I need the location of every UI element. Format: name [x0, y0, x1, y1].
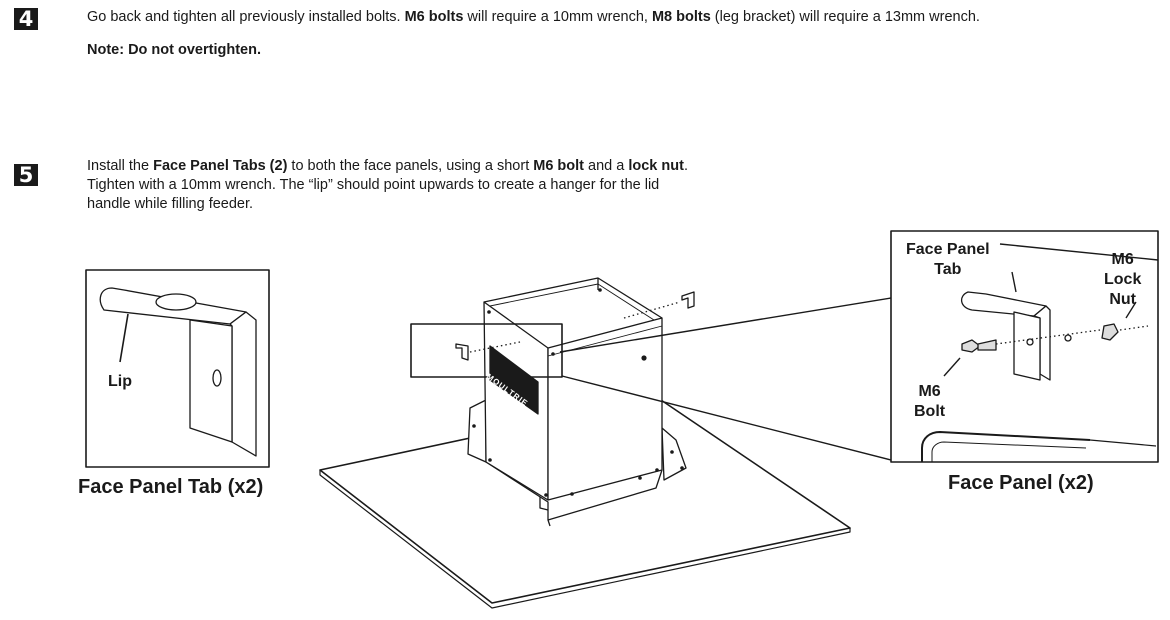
step-4-text-2: will require a 10mm wrench, [463, 9, 652, 25]
brand-plate [489, 345, 539, 415]
step-4-text-1: Go back and tighten all previously insta… [87, 9, 405, 25]
panel-detail-frame [890, 230, 1159, 463]
lip-callout: Lip [108, 373, 132, 390]
tab-enlarged-drawing [99, 287, 257, 457]
face-panel-tab-callout-line-2: Tab [934, 261, 962, 278]
leg-bracket-right [661, 427, 687, 481]
bolt-callout-line-2: Bolt [914, 403, 946, 420]
step-5-text-3: and a [584, 158, 629, 174]
step-5-badge: 5 [14, 164, 38, 186]
face-panel-tab-callout-line-1: Face Panel [906, 241, 990, 258]
lock-nut-callout: M6 Lock Nut [1104, 250, 1141, 310]
base-plate-edge [319, 470, 851, 609]
step-4-note: Note: Do not overtighten. [87, 42, 261, 58]
panel-enlarged-drawing [921, 243, 1159, 462]
m8-bolts-label: M8 bolts [651, 9, 711, 25]
tab-caption: Face Panel Tab (x2) [78, 476, 264, 498]
bolt-callout: M6 Bolt [914, 382, 945, 422]
m6-bolt-label: M6 bolt [533, 158, 585, 174]
step-5-text-4: . [683, 158, 688, 174]
panel-caption: Face Panel (x2) [948, 472, 1094, 494]
exploded-tab-right [681, 291, 695, 309]
step-5-text-2: to both the face panels, using a short [287, 158, 534, 174]
bolt-callout-line-1: M6 [918, 383, 941, 400]
feeder-front-panel [547, 317, 663, 501]
lock-nut-callout-line-1: M6 [1111, 251, 1134, 268]
tab-detail-frame [85, 269, 270, 468]
step-5-text-line-3: handle while filling feeder. [87, 196, 254, 212]
leg-bracket-left [467, 399, 487, 463]
step-5-text-line-2: Tighten with a 10mm wrench. The “lip” sh… [87, 177, 660, 193]
m6-bolts-label: M6 bolts [404, 9, 464, 25]
step-4-instruction: Go back and tighten all previously insta… [87, 8, 1157, 27]
step-5-instruction: Install the Face Panel Tabs (2) to both … [87, 157, 807, 214]
face-panel-tab-callout: Face Panel Tab [906, 240, 990, 280]
face-panel-tabs-label: Face Panel Tabs (2) [153, 158, 288, 174]
feeder-back-wall [483, 277, 663, 319]
step-4-badge: 4 [14, 8, 38, 30]
exploded-tab-left [455, 343, 469, 361]
detail-highlight-box [410, 323, 563, 378]
step-4-text-3: (leg bracket) will require a 13mm wrench… [710, 9, 980, 25]
lock-nut-callout-line-3: Nut [1109, 291, 1136, 308]
lock-nut-label: lock nut [628, 158, 684, 174]
lock-nut-callout-line-2: Lock [1104, 271, 1142, 288]
step-5-text-1: Install the [87, 158, 154, 174]
